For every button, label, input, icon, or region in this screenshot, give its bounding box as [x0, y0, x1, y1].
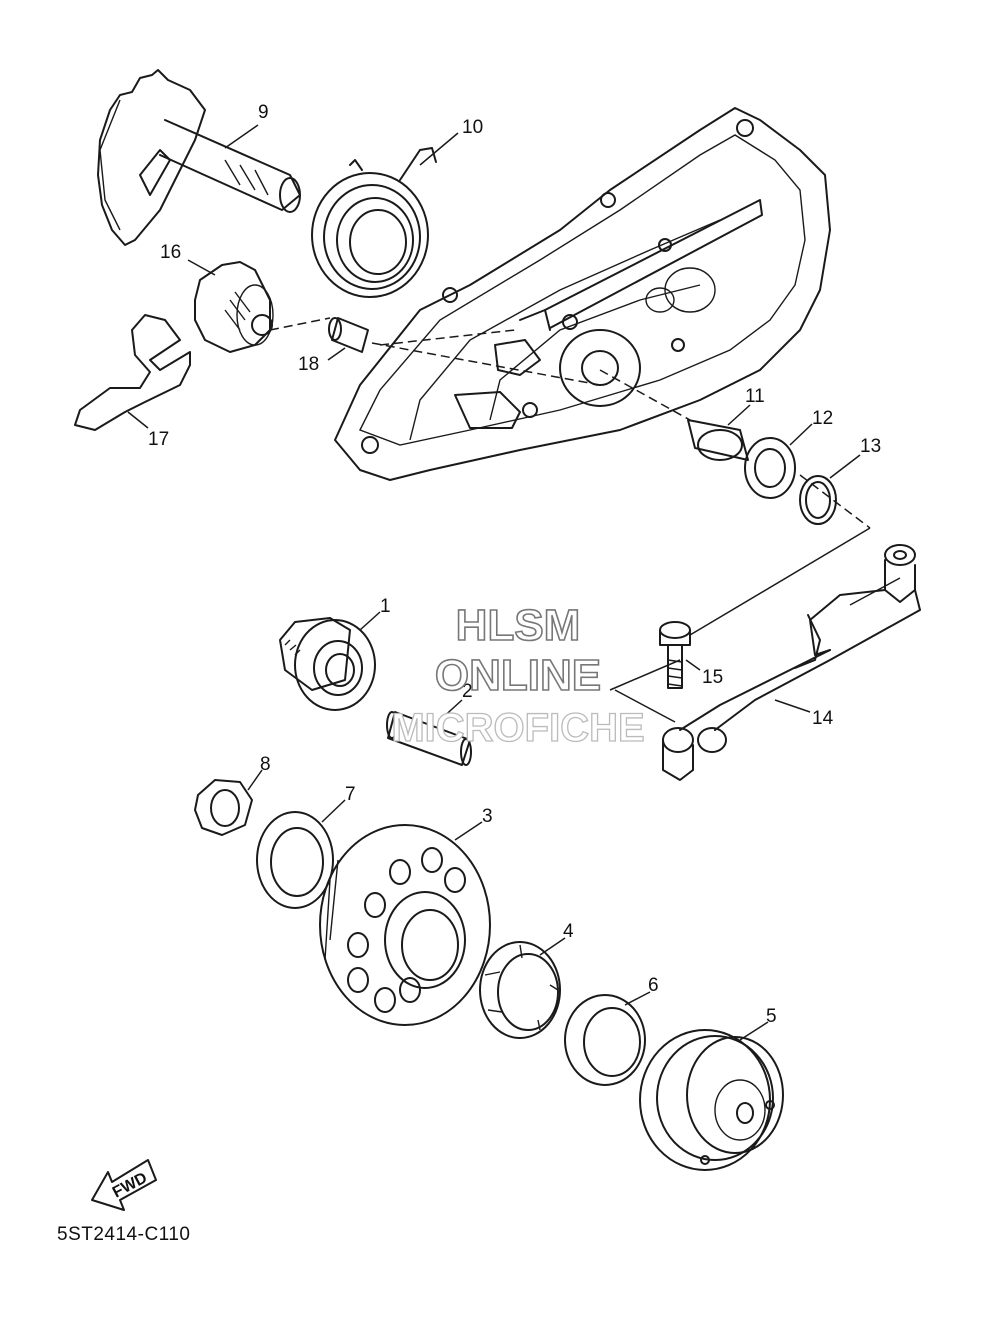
part-7-washer — [256, 811, 334, 909]
callout-3: 3 — [482, 806, 493, 827]
diagram-code: 5ST2414-C110 — [57, 1224, 190, 1245]
callout-14: 14 — [812, 708, 834, 729]
part-8-nut — [194, 779, 253, 836]
part-3-driven-gear — [319, 824, 491, 1026]
watermark-line1: HLSM — [456, 601, 581, 650]
callout-2: 2 — [462, 681, 473, 702]
part-6-ring — [564, 994, 646, 1086]
part-4-roller-cage — [479, 941, 561, 1039]
callout-10: 10 — [462, 117, 483, 138]
fwd-arrow: FWD — [91, 1159, 157, 1211]
callout-1: 1 — [380, 596, 391, 617]
callout-16: 16 — [160, 242, 181, 263]
callout-7: 7 — [345, 784, 356, 805]
part-18-pin — [328, 317, 369, 353]
crankcase-cover — [334, 107, 831, 481]
leader-lines — [127, 124, 861, 1041]
callout-15: 15 — [702, 667, 723, 688]
callout-5: 5 — [766, 1006, 777, 1027]
callout-11: 11 — [745, 386, 765, 407]
callout-12: 12 — [812, 408, 833, 429]
callout-18: 18 — [298, 354, 319, 375]
part-16-ratchet — [194, 261, 274, 353]
part-13-circlip — [799, 475, 837, 525]
part-12-washer — [744, 437, 796, 499]
part-5-clutch-housing — [639, 1029, 784, 1171]
part-9-kick-shaft — [97, 69, 301, 246]
callout-9: 9 — [258, 102, 269, 123]
part-17-clip — [74, 314, 191, 431]
callout-17: 17 — [148, 429, 169, 450]
part-14-kick-crank — [662, 544, 921, 781]
callout-4: 4 — [563, 921, 574, 942]
callout-13: 13 — [860, 436, 881, 457]
fwd-label: FWD — [110, 1169, 150, 1201]
watermark: HLSM ONLINE MICROFICHE — [391, 600, 646, 750]
watermark-line3: MICROFICHE — [391, 706, 644, 750]
part-15-bolt — [659, 621, 691, 689]
callout-6: 6 — [648, 975, 659, 996]
part-2-shaft — [386, 711, 472, 766]
part-1-gear — [279, 617, 376, 711]
assembly-axes — [269, 317, 871, 723]
callout-8: 8 — [260, 754, 271, 775]
part-11-collar — [687, 419, 749, 461]
watermark-line2: ONLINE — [435, 651, 601, 700]
part-10-torsion-spring — [311, 147, 437, 298]
callouts: 9 10 16 17 18 11 12 13 1 2 8 7 3 4 6 5 1… — [148, 102, 881, 1027]
